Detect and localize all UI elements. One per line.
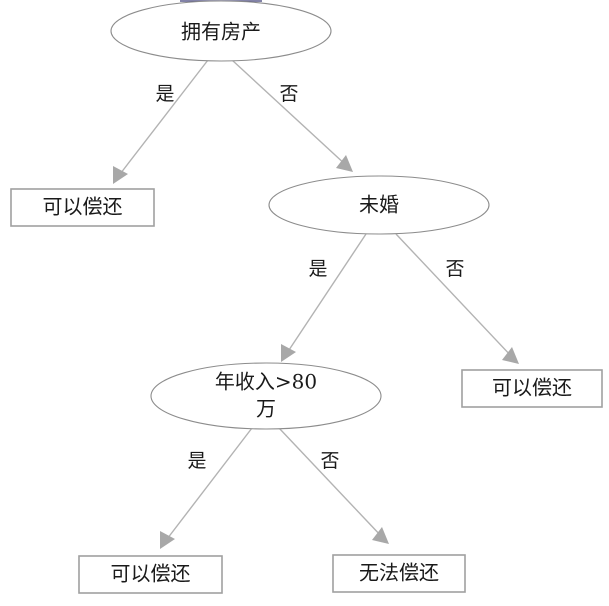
node-ellipse-shape: [268, 175, 490, 235]
node-ellipse-shape: [110, 0, 332, 62]
edge-line: [284, 233, 367, 357]
edge-income-yes: 是: [160, 427, 253, 549]
leaf-rect-shape: [78, 555, 223, 594]
node-label-income-line1: 年收入>80: [215, 370, 317, 394]
arrow-head-icon: [502, 347, 519, 364]
edge-line: [231, 59, 348, 167]
arrow-head-icon: [160, 531, 175, 549]
leaf-node-bottom-right[interactable]: 无法偿还: [332, 554, 466, 593]
edge-income-no: 否: [278, 427, 389, 544]
leaf-node-bottom-left[interactable]: 可以偿还: [78, 555, 223, 594]
leaf-rect-shape: [332, 554, 466, 593]
edge-line: [163, 427, 253, 544]
leaf-label-bottom-left: 可以偿还: [111, 562, 191, 586]
edge-line: [278, 427, 384, 539]
edge-line: [116, 59, 209, 179]
edge-marital-yes: 是: [281, 233, 367, 362]
edge-root-yes: 是: [113, 59, 209, 184]
edge-marital-no: 否: [395, 233, 519, 364]
decision-node-marital[interactable]: 未婚: [268, 175, 490, 235]
edge-line: [395, 233, 514, 359]
decision-node-root[interactable]: 拥有房产: [110, 0, 332, 62]
leaf-label-right-mid: 可以偿还: [492, 376, 572, 400]
edge-root-no: 否: [231, 59, 353, 172]
node-label-marital: 未婚: [359, 193, 399, 217]
node-ellipse-shape: [150, 362, 382, 430]
edge-label-marital-no: 否: [445, 258, 464, 280]
edge-label-root-yes: 是: [155, 83, 174, 105]
node-label-income-line2: 万: [256, 397, 276, 421]
leaf-label-left-top: 可以偿还: [43, 195, 123, 219]
edge-label-marital-yes: 是: [308, 258, 327, 280]
edge-label-income-no: 否: [320, 450, 339, 472]
arrow-head-icon: [336, 155, 353, 172]
leaf-node-left-top[interactable]: 可以偿还: [10, 188, 155, 227]
edge-label-root-no: 否: [279, 83, 298, 105]
arrow-head-icon: [372, 527, 389, 544]
edge-label-income-yes: 是: [187, 450, 206, 472]
decision-node-income[interactable]: 年收入>80 万: [150, 362, 382, 430]
node-label-root: 拥有房产: [181, 20, 261, 44]
leaf-rect-shape: [461, 369, 603, 408]
leaf-label-bottom-right: 无法偿还: [359, 561, 439, 585]
leaf-rect-shape: [10, 188, 155, 227]
leaf-node-right-mid[interactable]: 可以偿还: [461, 369, 603, 408]
arrow-head-icon: [113, 166, 128, 184]
arrow-head-icon: [281, 344, 296, 362]
